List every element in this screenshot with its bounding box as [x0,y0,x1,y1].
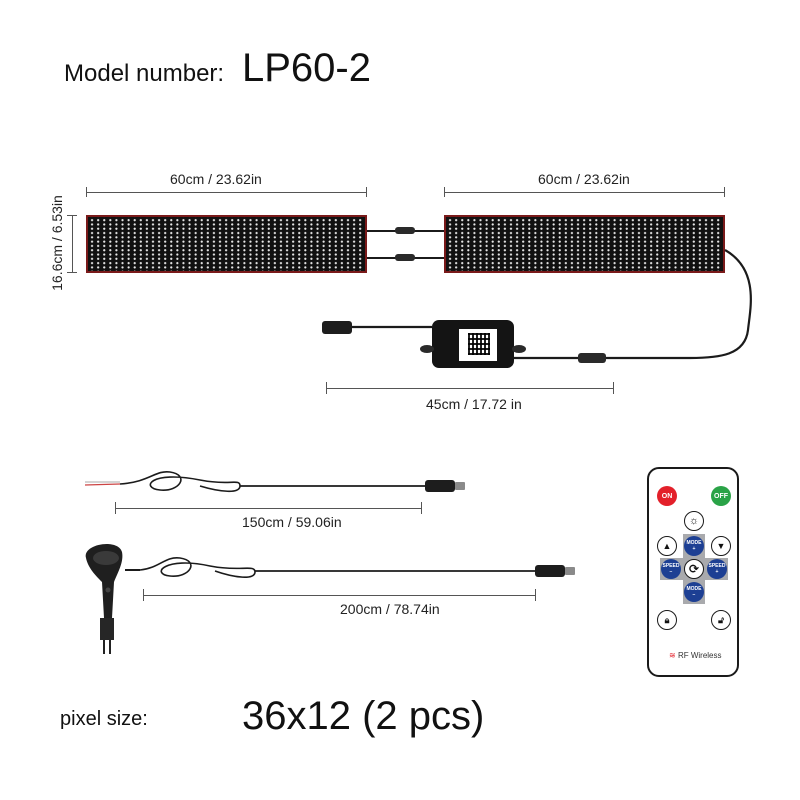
waterproof-connector [578,353,606,363]
brightness-down-icon: ▼ [716,540,726,551]
speed-minus-button[interactable]: SPEED − [661,559,681,579]
mode-minus-button[interactable]: MODE − [684,582,704,602]
brightness-up-button[interactable]: ▲ [657,536,677,556]
model-number-value: LP60-2 [242,46,371,90]
dimension-tick [67,215,77,216]
dimension-tick [444,187,445,197]
wire-connector [395,227,415,234]
dimension-tick [724,187,725,197]
lock-button[interactable]: 🔒︎ [657,610,677,630]
qr-code-label [459,329,497,361]
bare-wire-cable-line [115,508,421,509]
unlock-icon: 🔓︎ [718,614,724,625]
model-number-label: Model number: [64,60,225,87]
wifi-signal-icon: ≋ [669,651,676,660]
panel-height-line [72,215,73,272]
mount-tab [512,345,526,353]
dimension-tick [613,382,614,394]
unlock-button[interactable]: 🔓︎ [711,610,731,630]
dc-plug-tip [455,482,465,490]
dimension-tick [115,502,116,514]
dc-male-plug [535,565,565,577]
cycle-button[interactable]: ⟳ [684,559,704,579]
controller-cable-line [326,388,614,389]
dimension-tick [535,589,536,601]
rf-remote-control: ON OFF ☼ ▲ ▼ MODE + SPEED − ⟳ SPEED + MO… [647,467,739,677]
mode-plus-button[interactable]: MODE + [684,536,704,556]
bare-wire-length-label: 150cm / 59.06in [242,514,342,530]
pixel-size-value: 36x12 (2 pcs) [242,694,485,738]
dc-male-plug [425,480,455,492]
lock-icon: 🔒︎ [664,614,670,625]
led-panel-right [444,215,725,273]
brightness-button[interactable]: ☼ [684,511,704,531]
left-panel-width-label: 60cm / 23.62in [170,171,262,187]
controller-cable-length-label: 45cm / 17.72 in [426,396,522,412]
rf-wireless-text: RF Wireless [677,651,722,660]
dimension-tick [326,382,327,394]
pixel-size-label: pixel size: [60,708,148,730]
rf-wireless-label: ≋ RF Wireless [669,651,722,660]
remote-on-button[interactable]: ON [657,486,677,506]
cycle-icon: ⟳ [688,561,700,576]
left-panel-width-line [86,192,367,193]
dc-female-plug [322,321,352,334]
car-cable-length-label: 200cm / 78.74in [340,601,440,617]
qr-code-icon [468,333,490,355]
mount-tab [420,345,434,353]
dc-plug-tip [565,567,575,575]
car-cable-line [143,595,535,596]
controller-box [432,320,514,368]
right-panel-width-line [444,192,725,193]
dimension-tick [421,502,422,514]
brightness-down-button[interactable]: ▼ [711,536,731,556]
dimension-tick [366,187,367,197]
brightness-up-icon: ▲ [662,540,672,551]
wire-connector [395,254,415,261]
right-panel-width-label: 60cm / 23.62in [538,171,630,187]
led-panel-left [86,215,367,273]
remote-off-button[interactable]: OFF [711,486,731,506]
car-charger-plug-icon [85,544,123,654]
dimension-tick [143,589,144,601]
dimension-tick [86,187,87,197]
speed-plus-button[interactable]: SPEED + [707,559,727,579]
dimension-tick [67,272,77,273]
sun-icon: ☼ [688,514,700,527]
